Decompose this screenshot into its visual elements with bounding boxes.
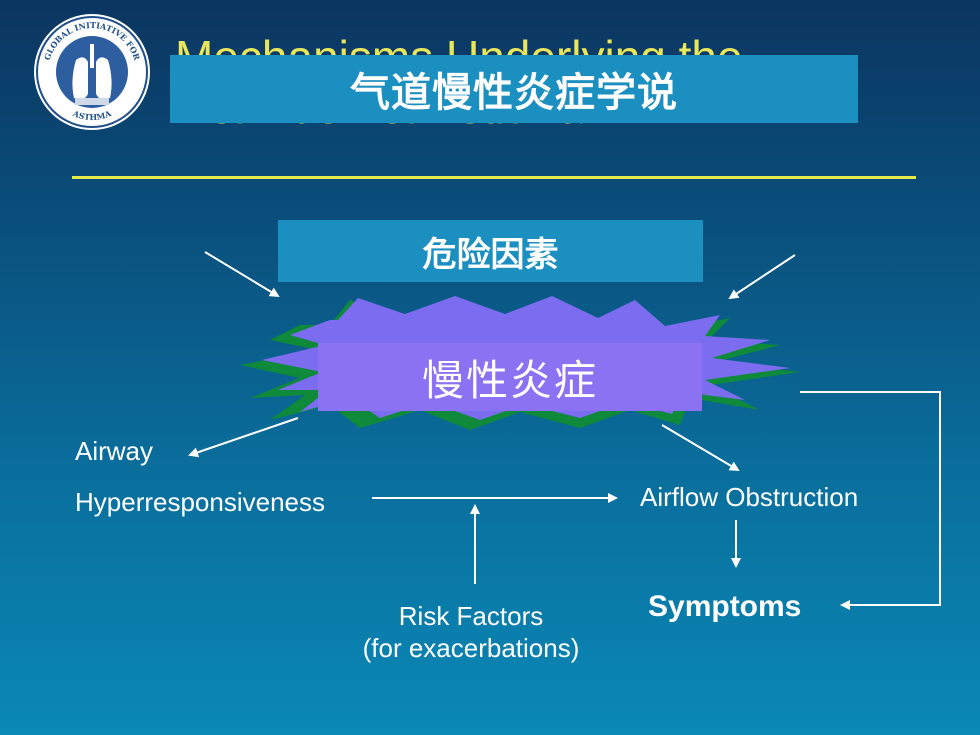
svg-text:ASTHMA: ASTHMA: [71, 108, 114, 122]
hyperresponsiveness-label: Hyperresponsiveness: [75, 487, 326, 517]
inflammation-label-cn: 慢性炎症: [318, 343, 702, 411]
symptoms-label: Symptoms: [648, 590, 802, 623]
logo-text-bottom: ASTHMA: [71, 108, 114, 122]
airway-label: Airway: [75, 436, 154, 466]
airflow-obstruction-label: Airflow Obstruction: [640, 482, 859, 512]
risk-factors-label-cn: 危险因素: [278, 220, 703, 282]
title-overlay: 气道慢性炎症学说: [170, 55, 858, 123]
for-exacerbations-label: (for exacerbations): [362, 633, 580, 663]
gina-logo: GLOBAL INITIATIVE FOR ASTHMA: [34, 14, 150, 130]
risk-factors-label: Risk Factors: [398, 601, 544, 631]
title-divider: [72, 176, 916, 179]
arrow-risk-left: [204, 251, 280, 298]
arrow-to-airway: [188, 417, 299, 458]
arrow-inflammation-to-symptoms: [800, 391, 941, 610]
arrow-risk-right: [728, 254, 796, 300]
risk-factors-block: Risk Factors (for exacerbations): [346, 600, 596, 664]
arrow-to-obstruction: [661, 424, 740, 472]
